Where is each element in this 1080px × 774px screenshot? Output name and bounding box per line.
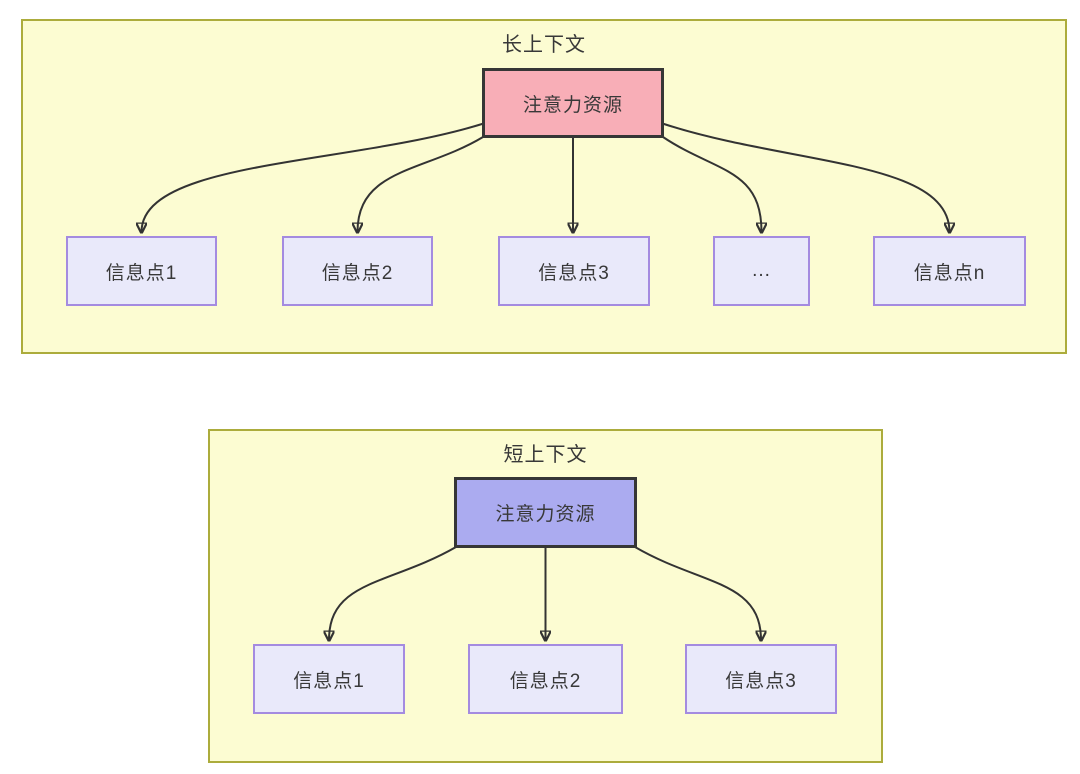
info-box-long-ellipsis: ... (713, 236, 810, 306)
info-box-long-1: 信息点1 (66, 236, 217, 306)
info-box-long-2: 信息点2 (282, 236, 433, 306)
info-box-short-3: 信息点3 (685, 644, 837, 714)
attention-resource-box-long: 注意力资源 (482, 68, 664, 138)
attention-resource-box-short: 注意力资源 (454, 477, 637, 548)
info-box-short-2: 信息点2 (468, 644, 623, 714)
short-context-title: 短上下文 (503, 444, 588, 466)
info-box-long-n: 信息点n (873, 236, 1026, 306)
long-context-title: 长上下文 (502, 34, 586, 56)
info-box-long-3: 信息点3 (498, 236, 650, 306)
info-box-short-1: 信息点1 (253, 644, 405, 714)
